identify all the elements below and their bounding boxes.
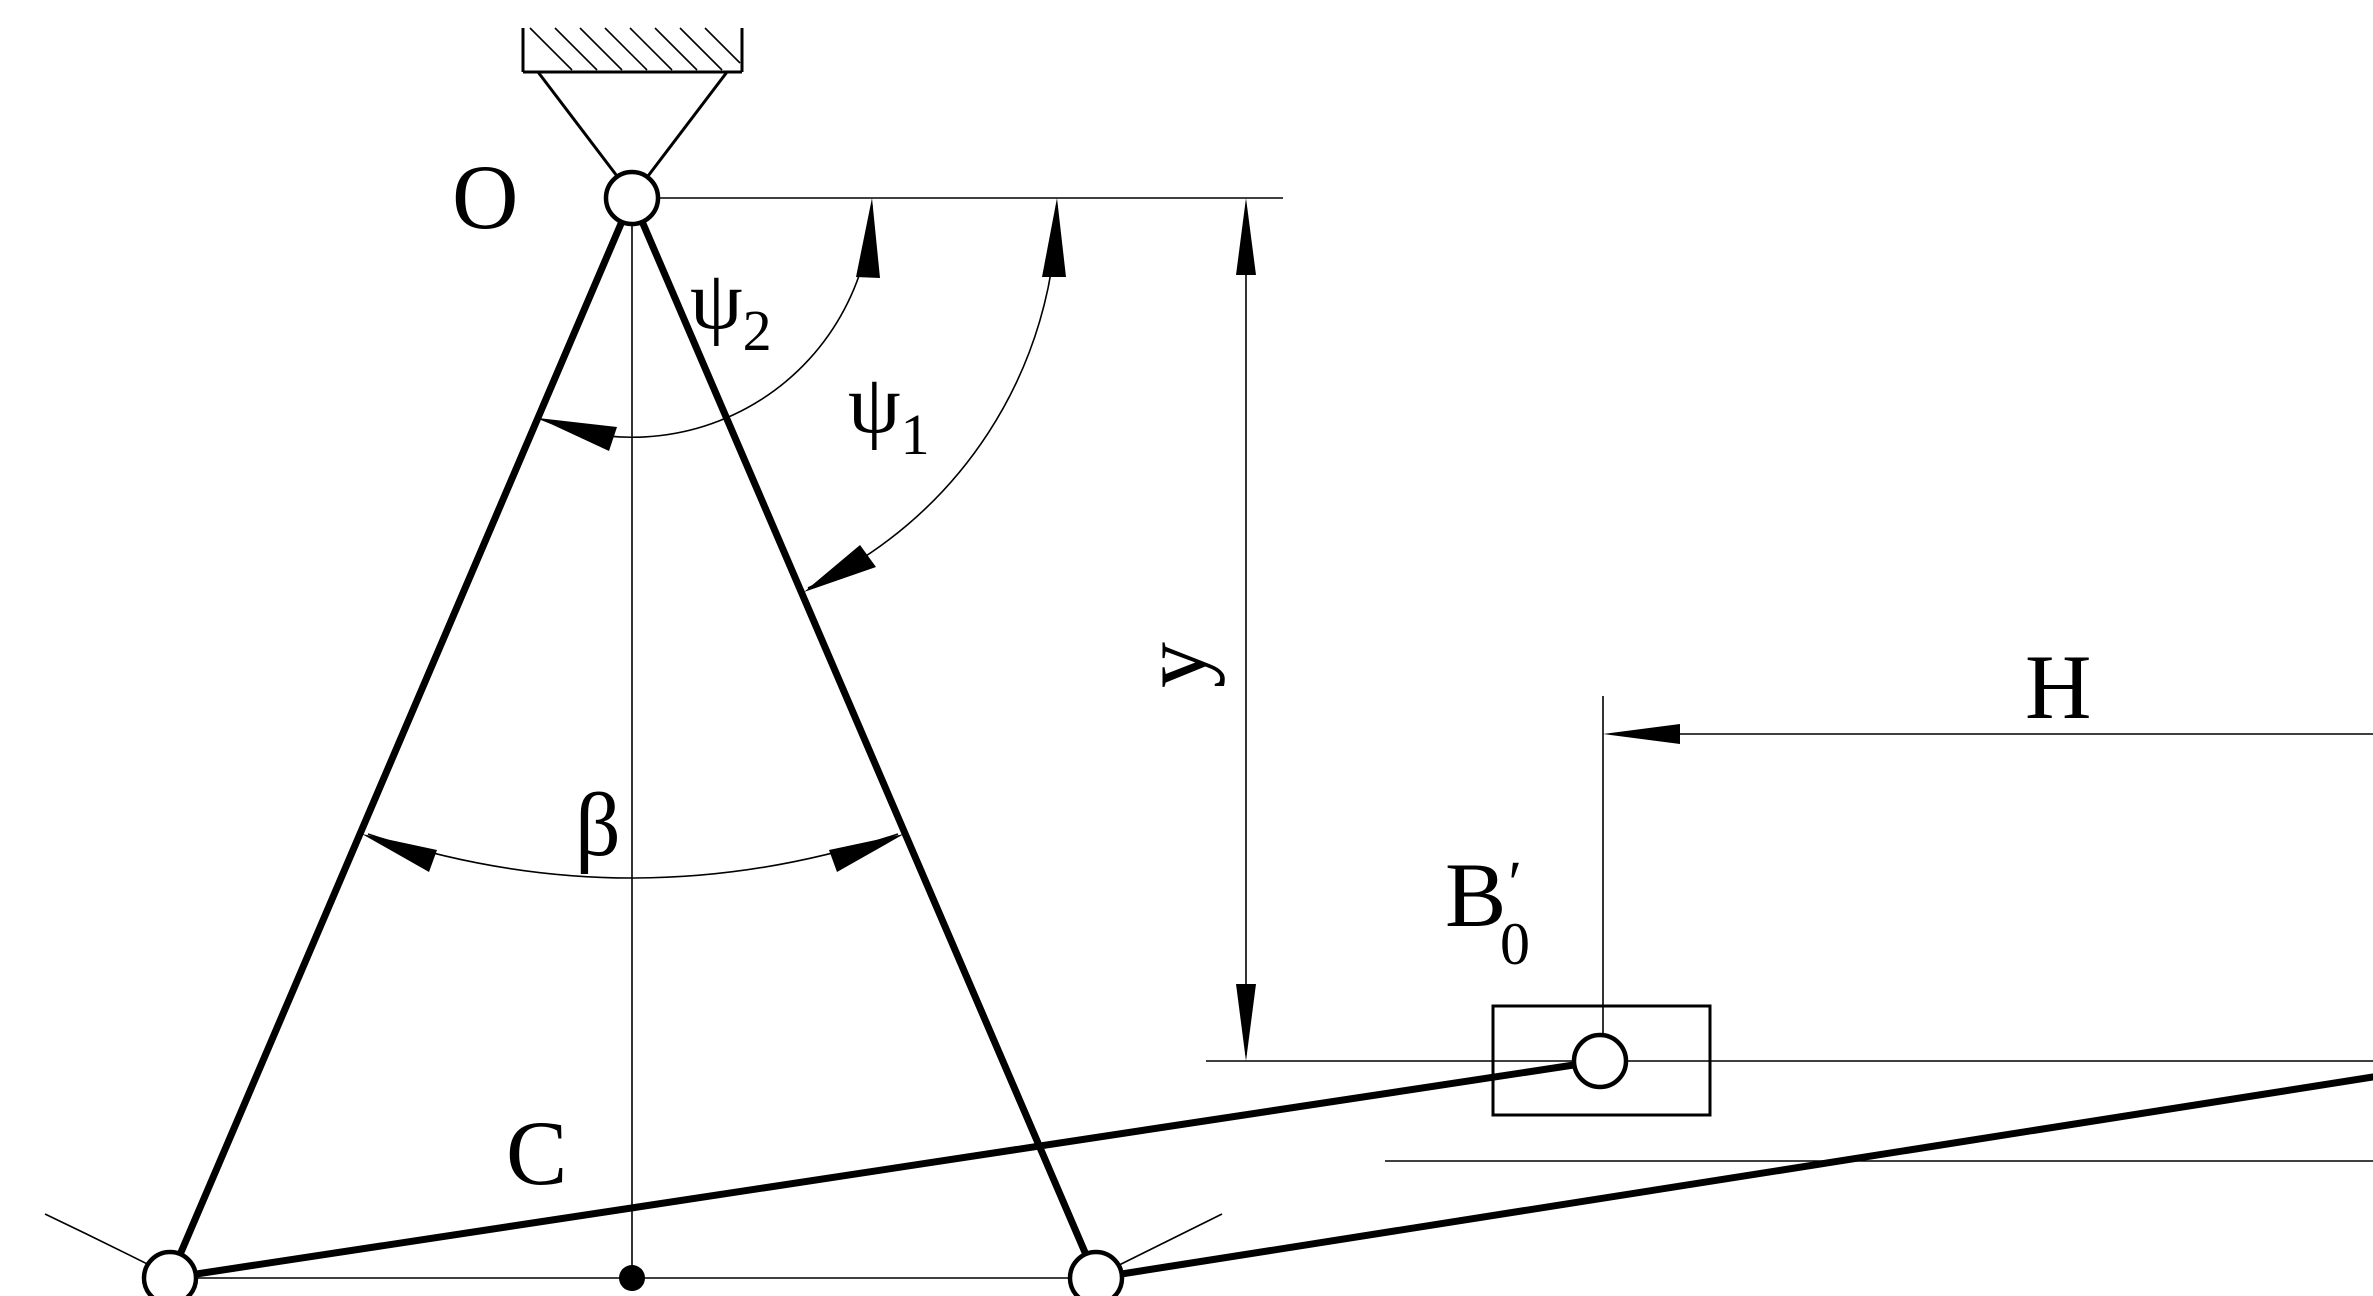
ground-hatching [529, 27, 741, 71]
label-o: O [452, 146, 518, 248]
link-o-left [166, 194, 636, 1282]
point-c [619, 1265, 645, 1291]
link-o-right [628, 194, 1100, 1282]
psi-1-arc [807, 204, 1058, 589]
label-b0-prime: B′0 [1445, 844, 1530, 977]
links [166, 194, 2373, 1282]
construction-lines [44, 197, 2373, 1279]
label-h: H [2025, 636, 2091, 738]
label-c: C [506, 1102, 567, 1204]
slider-block [1491, 1004, 1712, 1117]
label-psi-1: ψ1 [848, 358, 930, 467]
joints [141, 169, 1629, 1296]
dimension-h [1603, 724, 2373, 744]
dimension-y [1236, 198, 1256, 1061]
connecting-rod-right [1092, 1073, 2373, 1282]
angle-arrowheads [362, 198, 1066, 872]
fixed-support [521, 27, 744, 181]
label-beta: β [575, 776, 621, 875]
beta-arc [367, 833, 899, 879]
joint-left-bottom [141, 1249, 199, 1296]
joint-o [603, 169, 661, 227]
connecting-rod-left [166, 1057, 1604, 1282]
label-psi-2: ψ2 [690, 254, 772, 363]
joint-slider [1571, 1032, 1629, 1090]
label-y: y [1123, 642, 1225, 688]
joint-right-bottom [1067, 1249, 1125, 1296]
